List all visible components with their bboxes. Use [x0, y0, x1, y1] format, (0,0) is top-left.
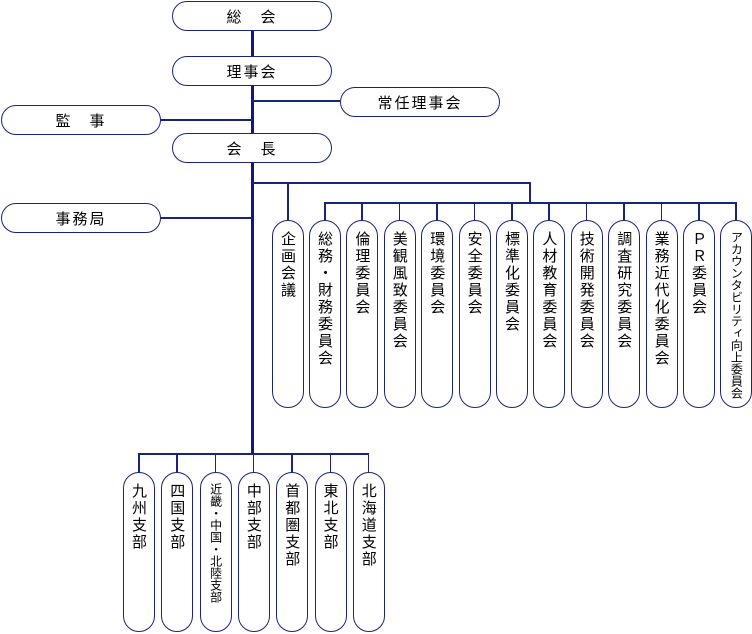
- branch-node: 東北支部: [314, 472, 347, 632]
- committee-bar: [324, 202, 737, 204]
- committee-bar-drop: [529, 182, 531, 202]
- committee-drop: [361, 202, 363, 220]
- auditor-connector: [160, 119, 252, 121]
- president-node: 会 長: [172, 133, 332, 163]
- auditor-node: 監 事: [1, 105, 161, 135]
- branch-drop: [367, 453, 370, 473]
- committee-label: 美観風致委員会: [390, 231, 409, 350]
- committee-label: 人材教育委員会: [540, 231, 559, 350]
- branch-label: 北海道支部: [359, 483, 378, 568]
- auditor-label: 監 事: [55, 111, 107, 130]
- committee-drop: [735, 202, 737, 220]
- general-assembly-label: 総 会: [226, 7, 278, 26]
- committee-label: 環境委員会: [428, 231, 447, 316]
- branch-label: 近畿・中国・北陸支部: [208, 483, 223, 603]
- branch-label: 東北支部: [321, 483, 340, 551]
- trunk-line: [251, 30, 254, 453]
- committee-node: 倫理委員会: [346, 220, 379, 408]
- committee-node: 技術開発委員会: [570, 220, 603, 408]
- branch-drop: [252, 453, 255, 473]
- committee-drop: [585, 202, 588, 220]
- president-label: 会 長: [226, 139, 278, 158]
- committee-drop: [660, 202, 663, 220]
- committee-label: ＰＲ委員会: [690, 231, 708, 316]
- executive-board-connector: [252, 100, 340, 102]
- branch-drop: [138, 453, 140, 473]
- committee-top-bar: [252, 182, 530, 184]
- executive-board-node: 常任理事会: [340, 87, 500, 117]
- committee-node: 調査研究委員会: [608, 220, 641, 408]
- committee-label: 安全委員会: [465, 231, 484, 316]
- committee-label: 総務・財務委員会: [316, 231, 334, 367]
- secretariat-label: 事務局: [55, 209, 107, 228]
- committee-node: 安全委員会: [458, 220, 491, 408]
- committee-drop: [698, 202, 700, 220]
- general-assembly-node: 総 会: [172, 1, 332, 31]
- branch-drop: [329, 453, 331, 473]
- committee-node: 環境委員会: [421, 220, 454, 408]
- committee-label: 調査研究委員会: [615, 231, 634, 350]
- committee-node: アカウンタビリティ向上委員会: [720, 220, 752, 408]
- branch-node: 四国支部: [161, 472, 194, 632]
- committee-drop: [436, 202, 438, 220]
- branch-node: 北海道支部: [352, 472, 385, 632]
- planning-drop: [287, 182, 289, 220]
- branch-node: 中部支部: [237, 472, 270, 632]
- committee-drop: [324, 202, 326, 220]
- branch-node: 九州支部: [123, 472, 155, 632]
- board-node: 理事会: [172, 56, 332, 86]
- committee-node: ＰＲ委員会: [683, 220, 715, 408]
- committee-node: 総務・財務委員会: [309, 220, 341, 408]
- secretariat-node: 事務局: [1, 203, 161, 233]
- secretariat-connector: [160, 217, 252, 219]
- committee-node: 美観風致委員会: [383, 220, 416, 408]
- committee-label: 標準化委員会: [503, 231, 521, 333]
- committee-node: 標準化委員会: [496, 220, 528, 408]
- committee-label: 技術開発委員会: [577, 231, 596, 350]
- committee-drop: [398, 202, 401, 220]
- planning-node: 企画会議: [272, 220, 304, 408]
- branch-drop: [176, 453, 178, 473]
- branch-node: 首都圏支部: [276, 472, 309, 632]
- committee-drop: [548, 202, 550, 220]
- board-label: 理事会: [226, 62, 278, 81]
- branch-node: 近畿・中国・北陸支部: [199, 472, 232, 632]
- committee-drop: [623, 202, 625, 220]
- committee-label: 倫理委員会: [353, 231, 372, 316]
- branch-label: 九州支部: [130, 483, 148, 551]
- committee-label: アカウンタビリティ向上委員会: [729, 231, 744, 399]
- branch-label: 四国支部: [168, 483, 187, 551]
- committee-drop: [511, 202, 513, 220]
- planning-label: 企画会議: [279, 231, 297, 299]
- committee-label: 業務近代化委員会: [652, 231, 671, 367]
- branch-drop: [291, 453, 293, 473]
- committee-node: 業務近代化委員会: [645, 220, 678, 408]
- branch-label: 首都圏支部: [283, 483, 302, 568]
- branch-drop: [214, 453, 217, 473]
- executive-board-label: 常任理事会: [377, 93, 463, 112]
- branch-label: 中部支部: [244, 483, 263, 551]
- committee-node: 人材教育委員会: [533, 220, 566, 408]
- committee-drop: [473, 202, 476, 220]
